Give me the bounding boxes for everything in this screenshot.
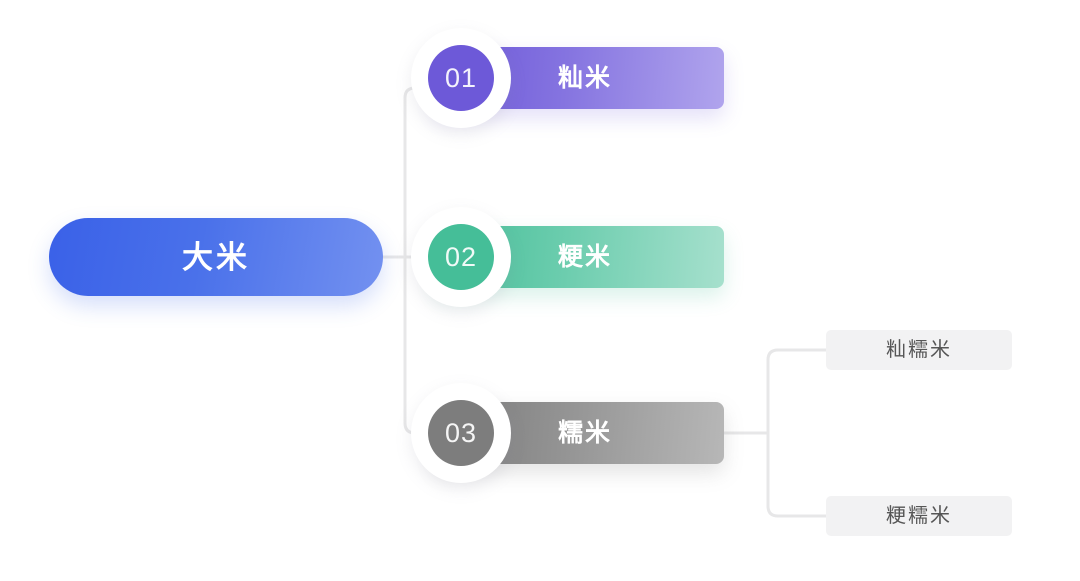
branch-node-01-badge: 01 [411,28,511,128]
leaf-node-1-label: 籼糯米 [886,339,952,361]
leaf-node-2-label: 粳糯米 [886,505,952,527]
branch-node-02[interactable]: 02 粳米 [411,207,724,307]
branch-node-02-label: 粳米 [558,242,613,271]
branch-node-02-badge: 02 [411,207,511,307]
branch-node-03-badge: 03 [411,383,511,483]
branch-node-03-number: 03 [444,417,478,448]
branch-node-01-number: 01 [444,62,478,93]
leaf-node-2[interactable]: 粳糯米 [826,496,1012,536]
branch-node-01[interactable]: 01 籼米 [411,28,724,128]
branch-node-03-label: 糯米 [558,418,613,447]
branch-node-01-label: 籼米 [558,63,613,92]
branch-node-03[interactable]: 03 糯米 [411,383,724,483]
root-node[interactable]: 大米 [49,218,383,296]
leaf-node-1[interactable]: 籼糯米 [826,330,1012,370]
connector-subspine-to-leaf-2 [766,431,828,518]
root-node-label: 大米 [182,239,250,275]
branch-node-01-badge-circle: 01 [428,45,494,111]
branch-node-02-number: 02 [444,241,478,272]
branch-node-02-badge-circle: 02 [428,224,494,290]
connector-subspine-to-leaf-1 [766,348,828,435]
branch-node-03-badge-circle: 03 [428,400,494,466]
